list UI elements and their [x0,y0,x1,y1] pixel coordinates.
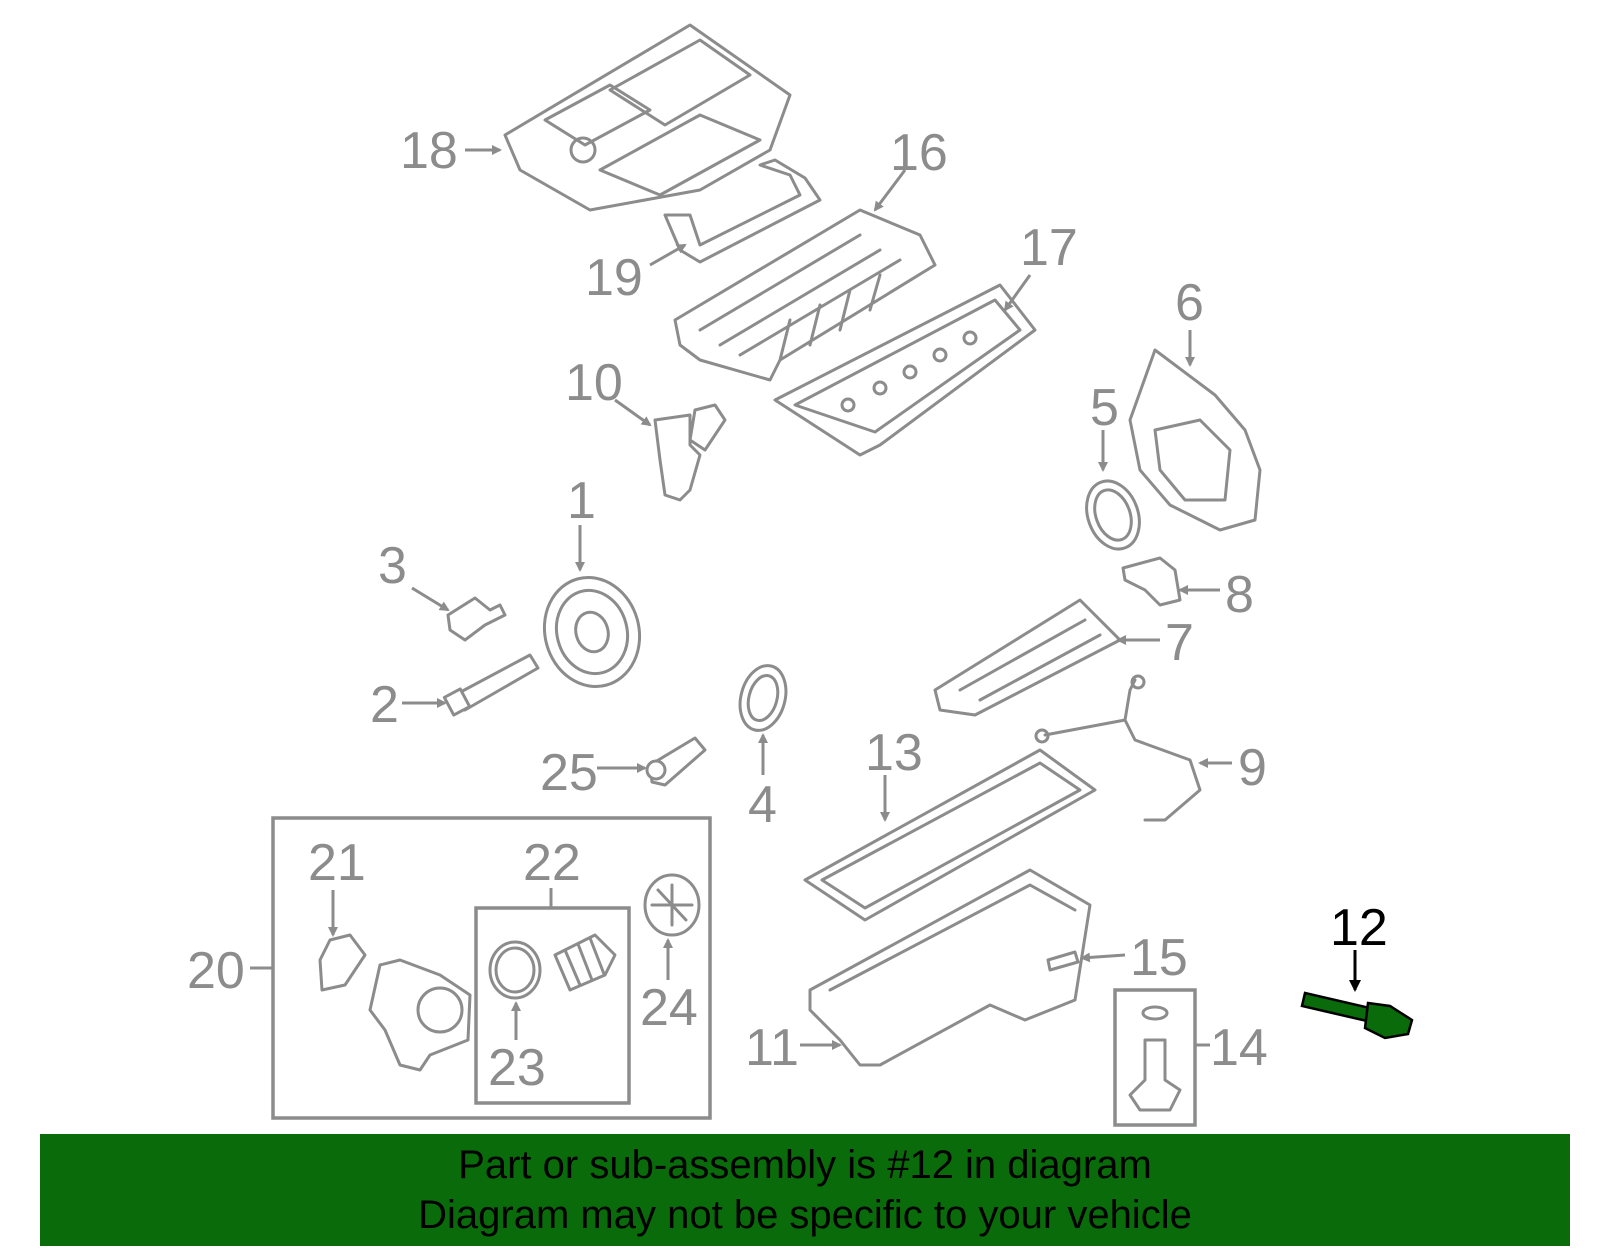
part-9-oil-level-sensor-wire [1034,674,1202,822]
callout-5: 5 [1090,379,1119,437]
banner-line-2: Diagram may not be specific to your vehi… [418,1193,1192,1237]
part-3-bolt [446,596,507,642]
callout-14: 14 [1210,1019,1268,1077]
part-18-engine-cover [503,23,792,212]
part-17-valve-cover-gasket [773,283,1037,457]
callout-18: 18 [400,122,458,180]
part-6-rear-cover [1128,348,1262,532]
callout-16: 16 [890,124,948,182]
part-8-crank-sensor [1121,556,1182,607]
callout-23: 23 [488,1039,546,1097]
part-12-bolt-highlighted [1300,991,1414,1040]
info-banner: Part or sub-assembly is #12 in diagram D… [40,1134,1570,1246]
callout-3: 3 [378,537,407,595]
callout-13: 13 [865,724,923,782]
leader-lines [250,145,1361,1050]
part-19-cover-gasket [663,158,822,264]
callout-22: 22 [523,834,581,892]
callout-15: 15 [1130,929,1188,987]
callout-11: 11 [745,1019,799,1077]
callout-9: 9 [1238,739,1267,797]
part-5-seal [1085,479,1141,551]
part-10-camshaft-sensor [653,403,727,502]
callout-labels: 18 16 19 17 6 10 5 1 3 8 7 2 13 9 25 4 2… [187,122,1388,1097]
callout-1: 1 [567,472,596,530]
part-24-filter-cap [643,873,701,937]
callout-2: 2 [370,676,399,734]
part-11-oil-pan [808,868,1092,1067]
part-7-oil-baffle [933,598,1122,717]
callout-7: 7 [1165,614,1194,672]
part-25-oil-pressure-switch [645,736,707,787]
part-20-oil-filter-housing [368,958,472,1072]
callout-8: 8 [1225,566,1254,624]
callout-21: 21 [308,834,366,892]
callout-19: 19 [585,249,643,307]
banner-line-1: Part or sub-assembly is #12 in diagram [458,1143,1152,1187]
callout-17: 17 [1020,219,1078,277]
part-23-o-ring [488,940,542,1000]
part-2-bolt [442,653,540,717]
part-16-valve-cover [673,208,937,382]
part-22-oil-filter [553,933,617,992]
callout-24: 24 [640,979,698,1037]
part-21-gasket [318,933,367,992]
callout-20: 20 [187,942,245,1000]
part-4-seal [738,664,788,732]
part-13-oil-pan-gasket [803,748,1097,922]
callout-6: 6 [1175,274,1204,332]
callout-12-highlighted: 12 [1330,899,1388,957]
callout-4: 4 [748,776,777,834]
part-14-box [1113,988,1197,1127]
part-15-drain-plug [1046,950,1080,972]
part-1-crankshaft-pulley [542,575,642,689]
callout-25: 25 [540,744,598,802]
part-14-oil-level-sensor [1128,1005,1182,1112]
callout-10: 10 [565,354,623,412]
